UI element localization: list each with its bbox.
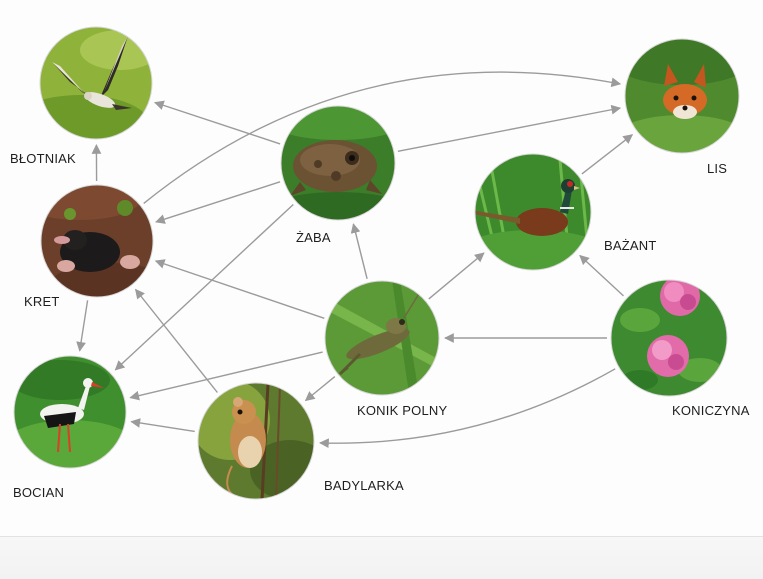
label-bazant: BAŻANT [604,238,656,253]
arrow-zaba-to-blotniak [155,103,280,144]
arrow-badylarka-to-bocian [131,422,194,432]
kret-photo [20,180,170,307]
label-badylarka: BADYLARKA [324,478,404,493]
label-koniczyna: KONICZYNA [672,403,750,418]
arrow-konik-to-bazant [429,253,484,299]
label-konik-polny: KONIK POLNY [357,403,447,418]
label-kret: KRET [24,294,59,309]
arrow-koniczyna-to-bazant [580,256,624,296]
arrow-zaba-to-kret [156,182,280,222]
arrow-konik-to-badylarka [306,377,335,401]
label-zaba: ŻABA [296,230,331,245]
lis-photo [612,35,752,165]
arrow-badylarka-to-kret [136,290,218,393]
arrow-bazant-to-lis [582,135,632,174]
label-lis: LIS [707,161,727,176]
label-bocian: BOCIAN [13,485,64,500]
label-blotniak: BŁOTNIAK [10,151,76,166]
arrow-kret-to-bocian [80,300,88,351]
arrow-zaba-to-lis [398,108,620,151]
bazant-photo [463,154,603,270]
blotniak-photo [10,27,160,155]
bocian-photo [0,356,140,480]
page-bottom-strip [0,536,763,579]
arrow-konik-to-zaba [353,224,367,279]
koniczyna-photo [611,276,727,396]
